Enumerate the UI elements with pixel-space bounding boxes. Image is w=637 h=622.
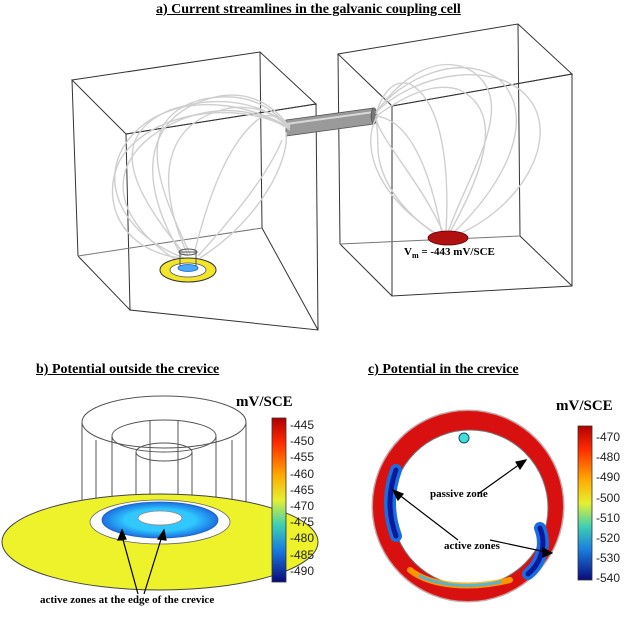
colorbar-b-tick: -455 [290,450,315,465]
active-zone-blobs [384,464,549,589]
left-cube [70,51,319,331]
colorbar-b-tick: -485 [290,547,315,562]
colorbar-c-unit: mV/SCE [556,398,613,414]
colorbar-b-tick: -490 [290,563,315,578]
active-zone-arrows-c [391,488,554,558]
passive-zone-arrow [477,459,528,495]
colorbar-b-tick: -460 [290,466,315,481]
streamlines-left [111,94,291,261]
colorbar-c-tick: -470 [596,430,621,444]
colorbar-c-tick: -540 [596,571,621,586]
panel-c-title: c) Potential in the crevice [368,362,519,377]
vm-subscript: m [411,251,419,261]
colorbar-b-tick: -450 [290,434,315,449]
colorbar-c-tick: -490 [596,470,621,485]
colorbar-c-tick: -520 [596,531,621,545]
active-zones-label: active zones [444,540,500,552]
passive-zone-label: passive zone [430,488,488,500]
small-spot [458,432,470,444]
vm-value: = -443 mV/SCE [418,246,495,258]
vm-label: Vm = -443 mV/SCE [404,246,495,260]
annotation-active-edge: active zones at the edge of the crevice [40,594,215,606]
active-zone-arrows-b [117,528,167,595]
streamlines-right [370,63,541,237]
colorbar-b-unit: mV/SCE [236,394,293,410]
colorbar-c-tick: -500 [596,490,621,505]
colorbar-c-tick: -510 [596,510,621,525]
connecting-tube [285,107,378,137]
colorbar-b-tick: -445 [290,418,315,432]
panel-b-title: b) Potential outside the crevice [36,362,220,377]
colorbar-b-tick: -465 [290,482,315,497]
colorbar-b-tick: -475 [290,515,315,530]
panel-a-title: a) Current streamlines in the galvanic c… [156,2,461,17]
colorbar-b-tick: -470 [290,499,315,513]
crevice-ring [371,409,565,603]
left-electrode [159,248,217,283]
colorbar-c-tick: -480 [596,450,621,465]
colorbar-b [271,417,287,583]
colorbar-b-tick: -480 [290,531,315,546]
vm-prefix: V [404,246,412,258]
colorbar-c [577,425,593,581]
right-electrode [427,230,469,246]
colorbar-c-tick: -530 [596,551,621,566]
